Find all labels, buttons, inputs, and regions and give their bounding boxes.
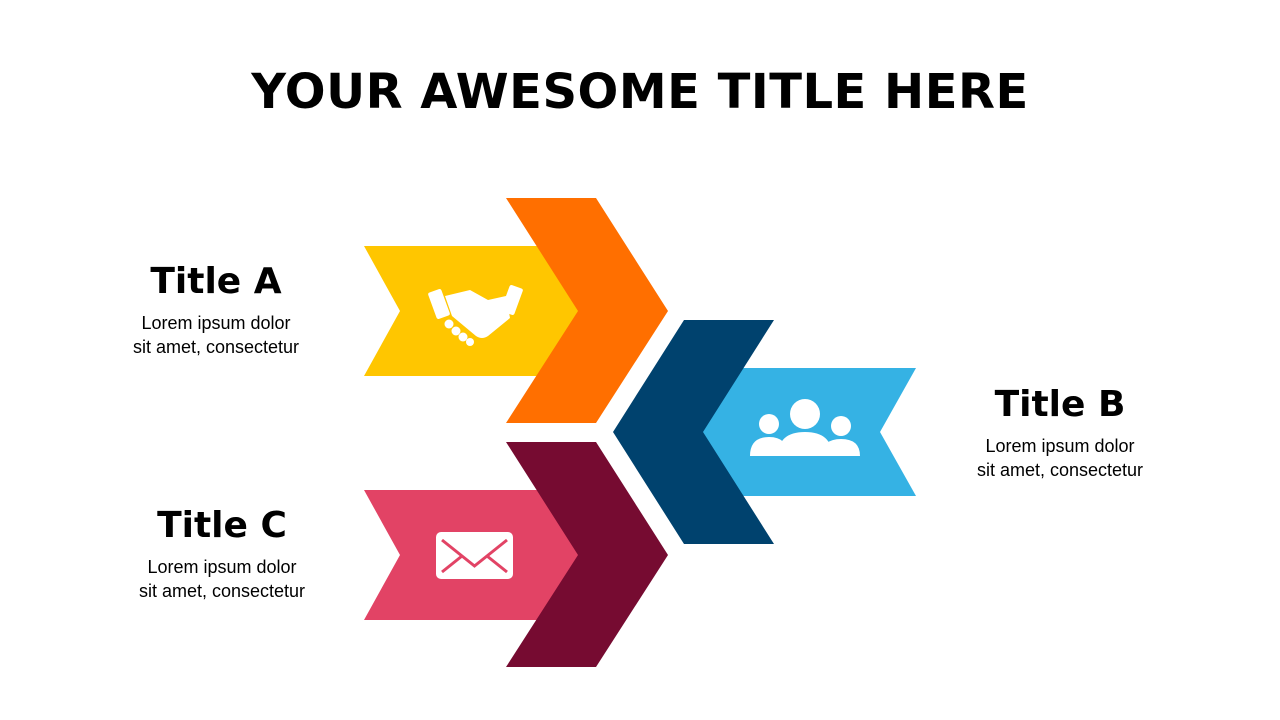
arrow-group-b bbox=[613, 320, 916, 544]
ribbon-b bbox=[700, 368, 916, 496]
arrow-group-a bbox=[364, 198, 668, 423]
label-b-text-line1: Lorem ipsum dolor bbox=[985, 436, 1135, 457]
page-title: YOUR AWESOME TITLE HERE bbox=[251, 64, 1029, 120]
arrow-group-c bbox=[364, 442, 668, 667]
label-c-text-line2: sit amet, consectetur bbox=[138, 581, 306, 602]
label-a-title: Title A bbox=[150, 261, 282, 302]
label-c-text-line1: Lorem ipsum dolor bbox=[147, 557, 297, 578]
handshake-icon bbox=[428, 285, 523, 346]
label-a-text: Lorem ipsum dolor sit amet, consectetur bbox=[66, 311, 366, 359]
label-b-text-line2: sit amet, consectetur bbox=[976, 460, 1144, 481]
chevron-b bbox=[613, 320, 774, 544]
label-b-title: Title B bbox=[994, 384, 1126, 425]
users-group-icon bbox=[750, 399, 860, 456]
label-a-text-line2: sit amet, consectetur bbox=[132, 337, 300, 358]
label-c-title: Title C bbox=[157, 505, 287, 546]
label-b: Title B Lorem ipsum dolor sit amet, cons… bbox=[910, 383, 1210, 482]
envelope-icon bbox=[436, 532, 513, 579]
label-a-text-line1: Lorem ipsum dolor bbox=[141, 313, 291, 334]
label-a: Title A Lorem ipsum dolor sit amet, cons… bbox=[66, 260, 366, 359]
chevron-c bbox=[506, 442, 668, 667]
label-c-text: Lorem ipsum dolor sit amet, consectetur bbox=[72, 555, 372, 603]
label-b-text: Lorem ipsum dolor sit amet, consectetur bbox=[910, 434, 1210, 482]
label-c: Title C Lorem ipsum dolor sit amet, cons… bbox=[72, 504, 372, 603]
chevron-a bbox=[506, 198, 668, 423]
